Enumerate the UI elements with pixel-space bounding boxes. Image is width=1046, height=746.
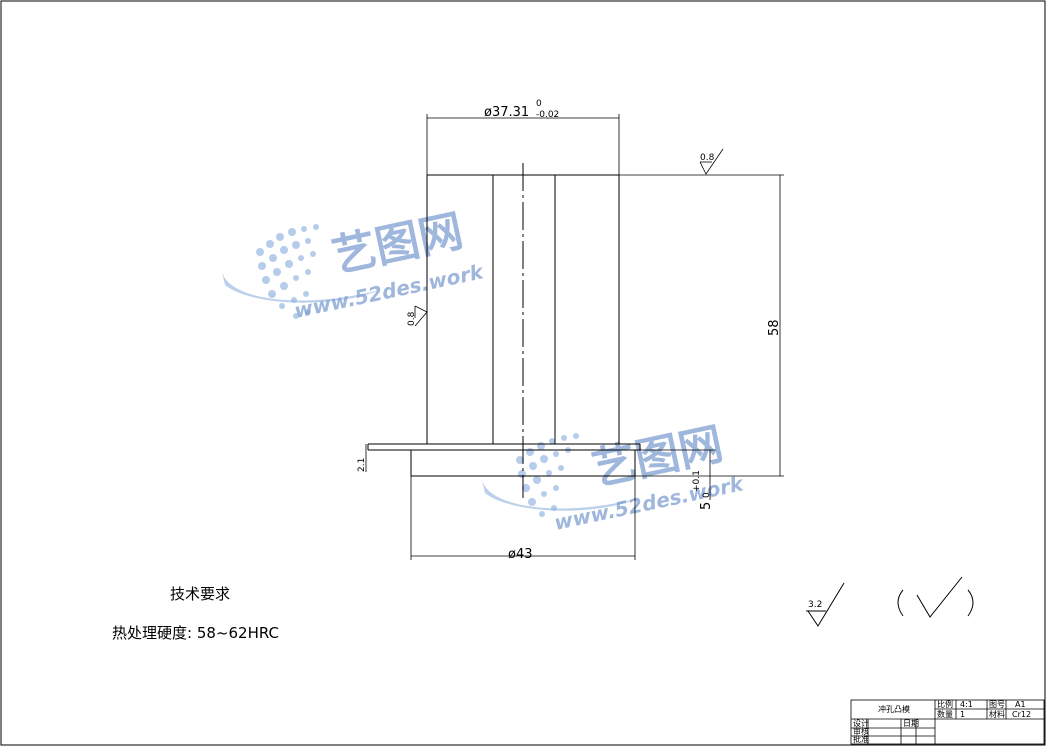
watermark-logo-2: 艺图网 www.52des.work [482,418,747,535]
tb-qty-label: 数量 [937,709,953,719]
tb-sheet-label: 图号 [989,700,1005,709]
roughness-general-value: 3.2 [808,600,822,610]
tb-part-name: 冲孔凸模 [878,704,910,714]
roughness-top-value: 0.8 [700,153,715,163]
watermark-logo-1: 艺图网 www.52des.work [222,205,487,323]
roughness-symbol-top [699,148,724,175]
tb-approve-label: 批准 [853,734,869,744]
dim-flange-thickness: 2.1 [357,458,367,472]
part-outline [367,174,641,477]
tb-ratio-value: 4:1 [960,700,973,709]
roughness-symbol-side [414,305,428,327]
tb-ratio-label: 比例 [937,699,953,709]
dimension-lines [365,114,784,560]
tech-req-line1: 热处理硬度: 58~62HRC [112,624,279,642]
tb-qty-value: 1 [960,710,965,719]
dim-top-diameter: ø37.31 [484,105,529,120]
dim-top-tol-upper: 0 [536,99,542,109]
roughness-side-value: 0.8 [407,311,417,326]
tech-req-title: 技术要求 [170,585,230,603]
dim-bottom-height: 5 [699,502,714,510]
tb-sheet-value: A1 [1015,700,1026,709]
dim-flange-diameter: ø43 [508,547,533,562]
tb-design-label: 设计 [853,718,869,728]
dim-bottom-tol: +0.1 [692,470,702,492]
title-block [850,699,1045,745]
tb-date-label: 日期 [903,719,919,728]
tb-check-label: 审核 [853,726,869,736]
dim-top-tol-lower: -0.02 [536,110,559,120]
dim-height: 58 [767,319,782,336]
dim-bottom-tol2: 0 [702,492,712,498]
tb-material-value: Cr12 [1012,710,1031,719]
tb-material-label: 材料 [989,709,1005,719]
roughness-symbol-general [806,576,974,627]
